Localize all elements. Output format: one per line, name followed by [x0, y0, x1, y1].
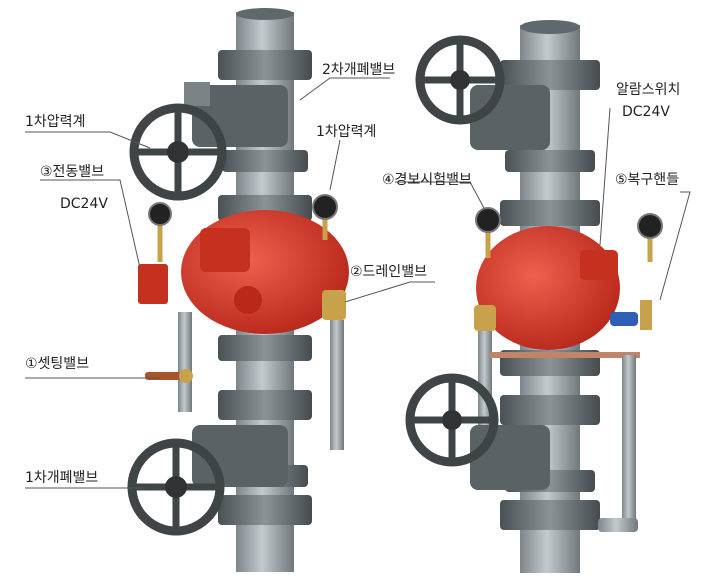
- center-pressure-gauge-icon: [312, 194, 338, 240]
- label-primary-gauge-left: 1차압력계: [25, 114, 86, 130]
- label-solenoid-voltage: DC24V: [60, 196, 108, 212]
- left-flange-top: [218, 50, 312, 80]
- label-first-gate-valve: 1차개폐밸브: [25, 470, 99, 486]
- label-alarm-test-valve: ④경보시험밸브: [382, 172, 472, 188]
- label-setting-valve: ①셋팅밸브: [25, 356, 90, 372]
- left-pressure-gauge-icon: [148, 202, 172, 262]
- right-pressure-gauge-right-icon: [637, 213, 663, 262]
- left-upper-handwheel-icon: [129, 103, 227, 201]
- right-lower-handwheel-icon: [405, 373, 499, 467]
- label-solenoid-valve: ③전동밸브: [40, 164, 105, 180]
- setting-valve-handle-icon: [145, 372, 181, 380]
- solenoid-valve-icon: [138, 264, 168, 304]
- label-second-gate-valve: 2차개폐밸브: [322, 62, 396, 78]
- left-lower-handwheel-icon: [127, 438, 225, 536]
- label-reset-handle: ⑤복구핸들: [615, 172, 680, 188]
- right-upper-handwheel-icon: [415, 35, 505, 125]
- label-drain-valve: ②드레인밸브: [350, 264, 427, 280]
- alarm-test-valve-icon: [474, 305, 496, 331]
- right-alarm-valve-body: [476, 226, 620, 350]
- label-alarm-switch: 알람스위치: [616, 82, 681, 98]
- label-primary-gauge-center: 1차압력계: [316, 124, 377, 140]
- label-alarm-voltage: DC24V: [622, 104, 670, 120]
- reset-handle-icon: [610, 312, 638, 326]
- left-flange-bottom: [218, 495, 312, 525]
- leader-lines: [25, 77, 691, 489]
- left-valve-assembly: [127, 8, 349, 572]
- right-valve-assembly: [405, 20, 663, 573]
- alarm-switch-icon: [580, 250, 618, 280]
- right-pressure-gauge-left-icon: [475, 207, 501, 258]
- drain-valve-icon: [322, 290, 346, 320]
